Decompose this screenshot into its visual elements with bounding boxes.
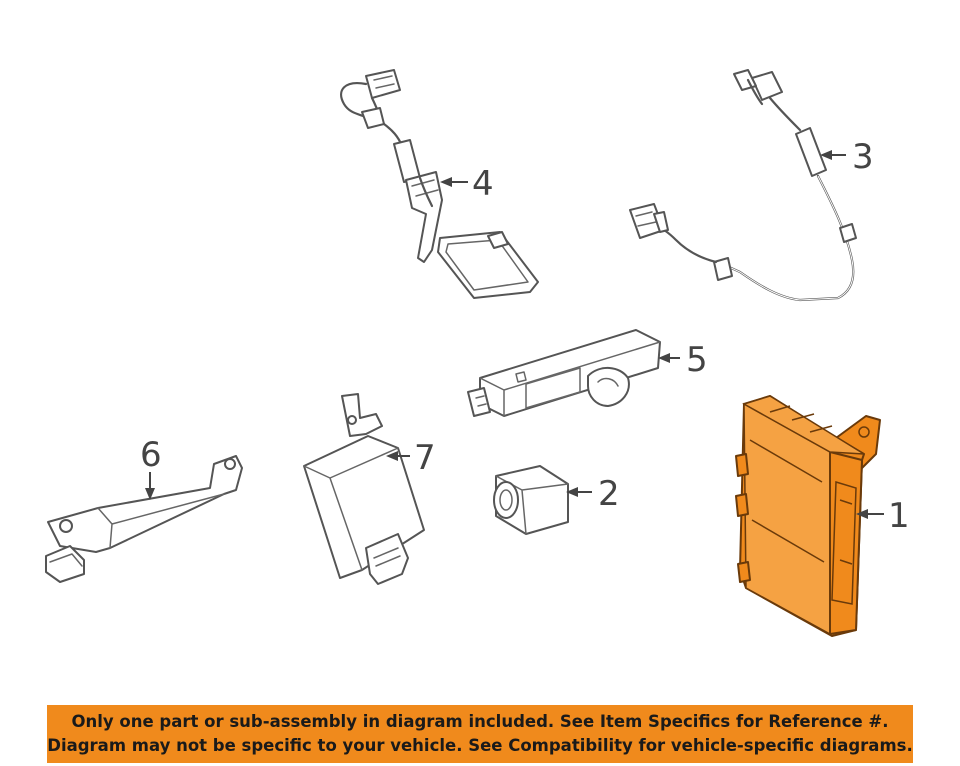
part-1-control-module bbox=[735, 395, 881, 637]
disclaimer-banner: Only one part or sub-assembly in diagram… bbox=[47, 705, 913, 763]
disclaimer-line-1: Only one part or sub-assembly in diagram… bbox=[71, 712, 889, 731]
callout-6: 6 bbox=[140, 435, 162, 500]
part-6-handle-bracket bbox=[45, 455, 243, 583]
callout-3: 3 bbox=[820, 137, 874, 177]
callout-4: 4 bbox=[440, 164, 494, 204]
callout-label-3: 3 bbox=[852, 137, 874, 177]
callout-1: 1 bbox=[856, 496, 910, 536]
part-2-sensor-block bbox=[493, 465, 569, 535]
callout-label-2: 2 bbox=[598, 474, 620, 514]
disclaimer-line-2: Diagram may not be specific to your vehi… bbox=[47, 736, 913, 755]
callout-label-7: 7 bbox=[414, 438, 436, 478]
part-7-receiver-module bbox=[303, 393, 425, 585]
callout-5: 5 bbox=[658, 340, 708, 380]
part-4-loop-antenna bbox=[340, 69, 539, 299]
callout-2: 2 bbox=[566, 474, 620, 514]
callout-label-1: 1 bbox=[888, 496, 910, 536]
callout-label-4: 4 bbox=[472, 164, 494, 204]
part-3-wire-harness bbox=[629, 69, 857, 302]
parts-diagram: 1 2 3 4 5 6 7 bbox=[45, 69, 910, 637]
callout-label-5: 5 bbox=[686, 340, 708, 380]
callout-7: 7 bbox=[386, 438, 436, 478]
callout-label-6: 6 bbox=[140, 435, 162, 475]
part-5-bar-antenna bbox=[467, 329, 661, 417]
